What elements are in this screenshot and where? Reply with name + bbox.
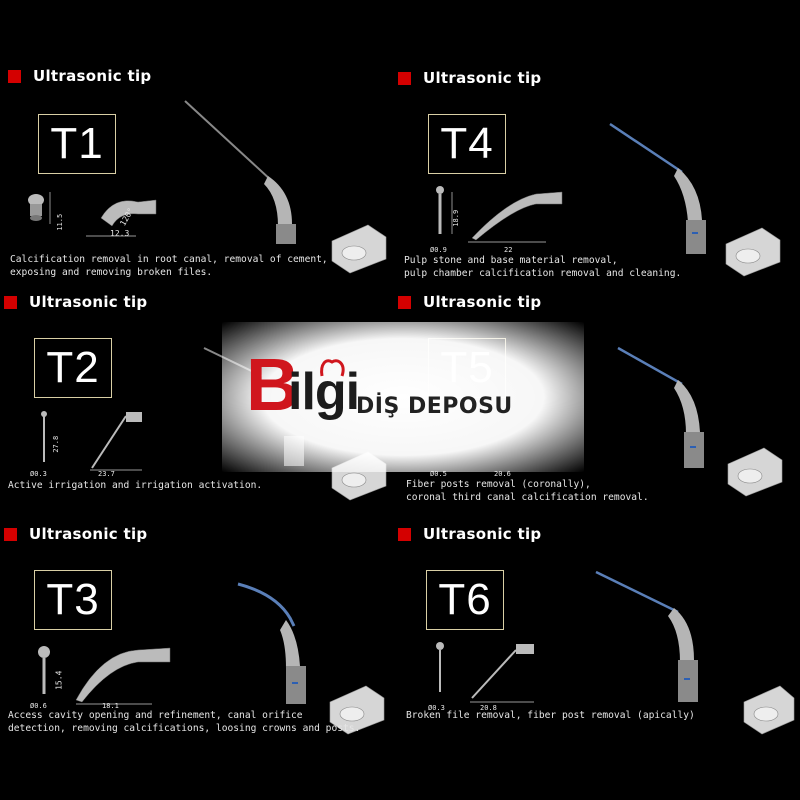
ultrasonic-unit-image xyxy=(727,447,783,497)
tip-dimension-drawing xyxy=(38,646,171,705)
tip-code: T1 xyxy=(50,119,104,168)
tip-dimension-drawing xyxy=(41,411,142,471)
panel-heading: Ultrasonic tip xyxy=(4,524,147,544)
panel-heading: Ultrasonic tip xyxy=(4,292,147,312)
ultrasonic-unit-image xyxy=(329,685,385,735)
dim-label: 18.1 xyxy=(102,702,119,710)
heading-text: Ultrasonic tip xyxy=(423,525,542,543)
heading-text: Ultrasonic tip xyxy=(423,293,542,311)
tip-code: T4 xyxy=(440,119,494,168)
red-square-icon xyxy=(4,295,17,309)
ultrasonic-tip-image xyxy=(237,582,306,704)
logo-text: ilgi xyxy=(288,363,360,421)
tip-description: Fiber posts removal (coronally), coronal… xyxy=(406,479,649,503)
red-square-icon xyxy=(398,295,411,309)
heading-text: Ultrasonic tip xyxy=(29,293,148,311)
tip-code-box: T6 xyxy=(426,570,504,630)
tip-description: Broken file removal, fiber post removal … xyxy=(406,710,695,721)
dim-label: 23.7 xyxy=(98,470,115,478)
ultrasonic-tip-image xyxy=(184,100,296,244)
panel-t2: Ultrasonic tip T2 Ø0.3 27.8 23.7 Active … xyxy=(0,292,390,522)
red-square-icon xyxy=(398,71,411,85)
dim-label: 20.8 xyxy=(480,704,497,712)
red-square-icon xyxy=(8,69,21,83)
tip-description: Access cavity opening and refinement, ca… xyxy=(8,710,361,734)
logo-letter: B xyxy=(246,343,300,426)
red-square-icon xyxy=(398,527,411,541)
tip-code: T3 xyxy=(46,575,100,624)
tip-code: T6 xyxy=(438,575,492,624)
tip-description: Calcification removal in root canal, rem… xyxy=(10,254,328,278)
dim-label: 11.5 xyxy=(56,213,65,231)
dim-label: Ø0.9 xyxy=(430,246,447,254)
tip-code-box: T1 xyxy=(38,114,116,174)
tip-dimension-drawing xyxy=(436,186,563,243)
ultrasonic-unit-image xyxy=(725,227,781,277)
dim-label: 15.4 xyxy=(54,670,64,690)
ultrasonic-unit-image xyxy=(743,685,795,735)
tip-code-box: T2 xyxy=(34,338,112,398)
dim-label: 18.9 xyxy=(452,209,461,227)
ultrasonic-tip-image xyxy=(617,346,704,468)
watermark-glow xyxy=(222,322,584,472)
dim-label: Ø0.6 xyxy=(30,702,47,710)
panel-heading: Ultrasonic tip xyxy=(398,524,541,544)
red-square-icon xyxy=(4,527,17,541)
logo-subtitle: DİŞ DEPOSU xyxy=(356,394,513,419)
heading-text: Ultrasonic tip xyxy=(29,525,148,543)
dim-label: 12.3 xyxy=(110,229,130,238)
tip-dimension-drawing xyxy=(28,192,157,237)
tooth-icon xyxy=(320,359,345,377)
panel-t6: Ultrasonic tip T6 Ø0.3 20.8 Broken file … xyxy=(398,524,795,754)
tip-code-box: T3 xyxy=(34,570,112,630)
ultrasonic-tip-image xyxy=(595,570,698,702)
dim-label: Ø0.3 xyxy=(30,470,47,478)
tip-code-box: T4 xyxy=(428,114,506,174)
ultrasonic-tip-image xyxy=(609,122,706,254)
dim-label: Ø0.5 xyxy=(430,470,447,478)
dim-label: 27.8 xyxy=(52,435,61,453)
panel-t4: Ultrasonic tip T4 Ø0.9 18.9 22 Pulp ston… xyxy=(398,66,788,296)
panel-heading: Ultrasonic tip xyxy=(398,68,541,88)
panel-t1: Ultrasonic tip T1 11.5 12.3 120° Calcifi… xyxy=(0,66,390,296)
tip-description: Active irrigation and irrigation activat… xyxy=(8,480,263,491)
panel-heading: Ultrasonic tip xyxy=(8,66,151,86)
dim-label: 22 xyxy=(504,246,513,254)
panel-t3: Ultrasonic tip T3 Ø0.6 15.4 18.1 Access … xyxy=(0,524,390,754)
panel-heading: Ultrasonic tip xyxy=(398,292,541,312)
dim-label: 20.6 xyxy=(494,470,511,478)
tip-dimension-drawing xyxy=(436,642,534,703)
brand-watermark: B ilgi DİŞ DEPOSU xyxy=(222,322,584,472)
dim-label: Ø0.3 xyxy=(428,704,445,712)
ultrasonic-unit-image xyxy=(331,224,387,274)
heading-text: Ultrasonic tip xyxy=(423,69,542,87)
tip-code: T2 xyxy=(46,343,100,392)
heading-text: Ultrasonic tip xyxy=(33,67,152,85)
tip-description: Pulp stone and base material removal, pu… xyxy=(404,255,682,279)
